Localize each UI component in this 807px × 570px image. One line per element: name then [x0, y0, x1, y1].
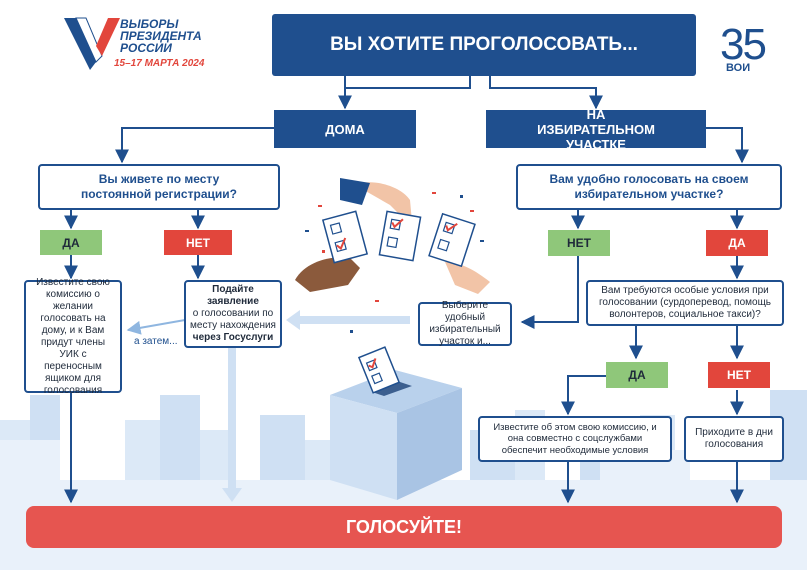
home-yes-label: ДА	[40, 230, 102, 255]
home-no-label: НЕТ	[164, 230, 232, 255]
flag-v-icon	[64, 17, 120, 70]
special-no-label: НЕТ	[708, 362, 770, 388]
home-yes-text: Известите свою комиссию о желании голосо…	[24, 277, 122, 396]
station-no-label: НЕТ	[548, 230, 610, 256]
home-question: Вы живете по месту постоянной регистраци…	[38, 164, 280, 210]
home-no-text: Подайте заявление о голосовании по месту…	[184, 280, 282, 348]
elections-logo: ВЫБОРЫ ПРЕЗИДЕНТА РОССИИ 15–17 МАРТА 202…	[62, 16, 222, 76]
station-question: Вам удобно голосовать на своем избирател…	[516, 164, 782, 210]
anniversary-badge: 35 ВОИ	[718, 20, 778, 86]
home-no-text-1: Подайте заявление	[207, 284, 259, 307]
badge-number: 35	[720, 20, 767, 69]
logo-line-1: ВЫБОРЫ	[120, 17, 179, 31]
logo-line-3: РОССИИ	[120, 41, 172, 55]
badge-letters: ВОИ	[724, 62, 753, 74]
special-no-text: Приходите в дни голосования	[684, 416, 784, 462]
special-conditions-question: Вам требуются особые условия при голосов…	[586, 280, 784, 326]
home-no-text-3: через Госуслуги	[192, 332, 274, 343]
logo-line-2: ПРЕЗИДЕНТА	[120, 29, 202, 43]
flow-connectors-light	[126, 310, 410, 502]
station-yes-label: ДА	[706, 230, 768, 256]
home-no-text-2: о голосовании по месту нахождения	[190, 308, 276, 331]
flow-connectors	[64, 76, 749, 504]
voting-hands-illustration	[295, 178, 490, 333]
station-branch-header: НА ИЗБИРАТЕЛЬНОМ УЧАСТКЕ	[486, 107, 706, 152]
ballot-box-illustration	[330, 346, 462, 500]
choose-station-text: Выберите удобный избирательный участок и…	[418, 300, 512, 347]
special-yes-text: Известите об этом свою комиссию, и она с…	[478, 416, 672, 462]
vote-banner: ГОЛОСУЙТЕ!	[26, 506, 782, 548]
logo-dates: 15–17 МАРТА 2024	[114, 58, 205, 69]
home-branch-header: ДОМА	[274, 110, 416, 148]
title-box: ВЫ ХОТИТЕ ПРОГОЛОСОВАТЬ...	[272, 14, 696, 76]
then-label: а затем...	[134, 336, 178, 347]
special-yes-label: ДА	[606, 362, 668, 388]
